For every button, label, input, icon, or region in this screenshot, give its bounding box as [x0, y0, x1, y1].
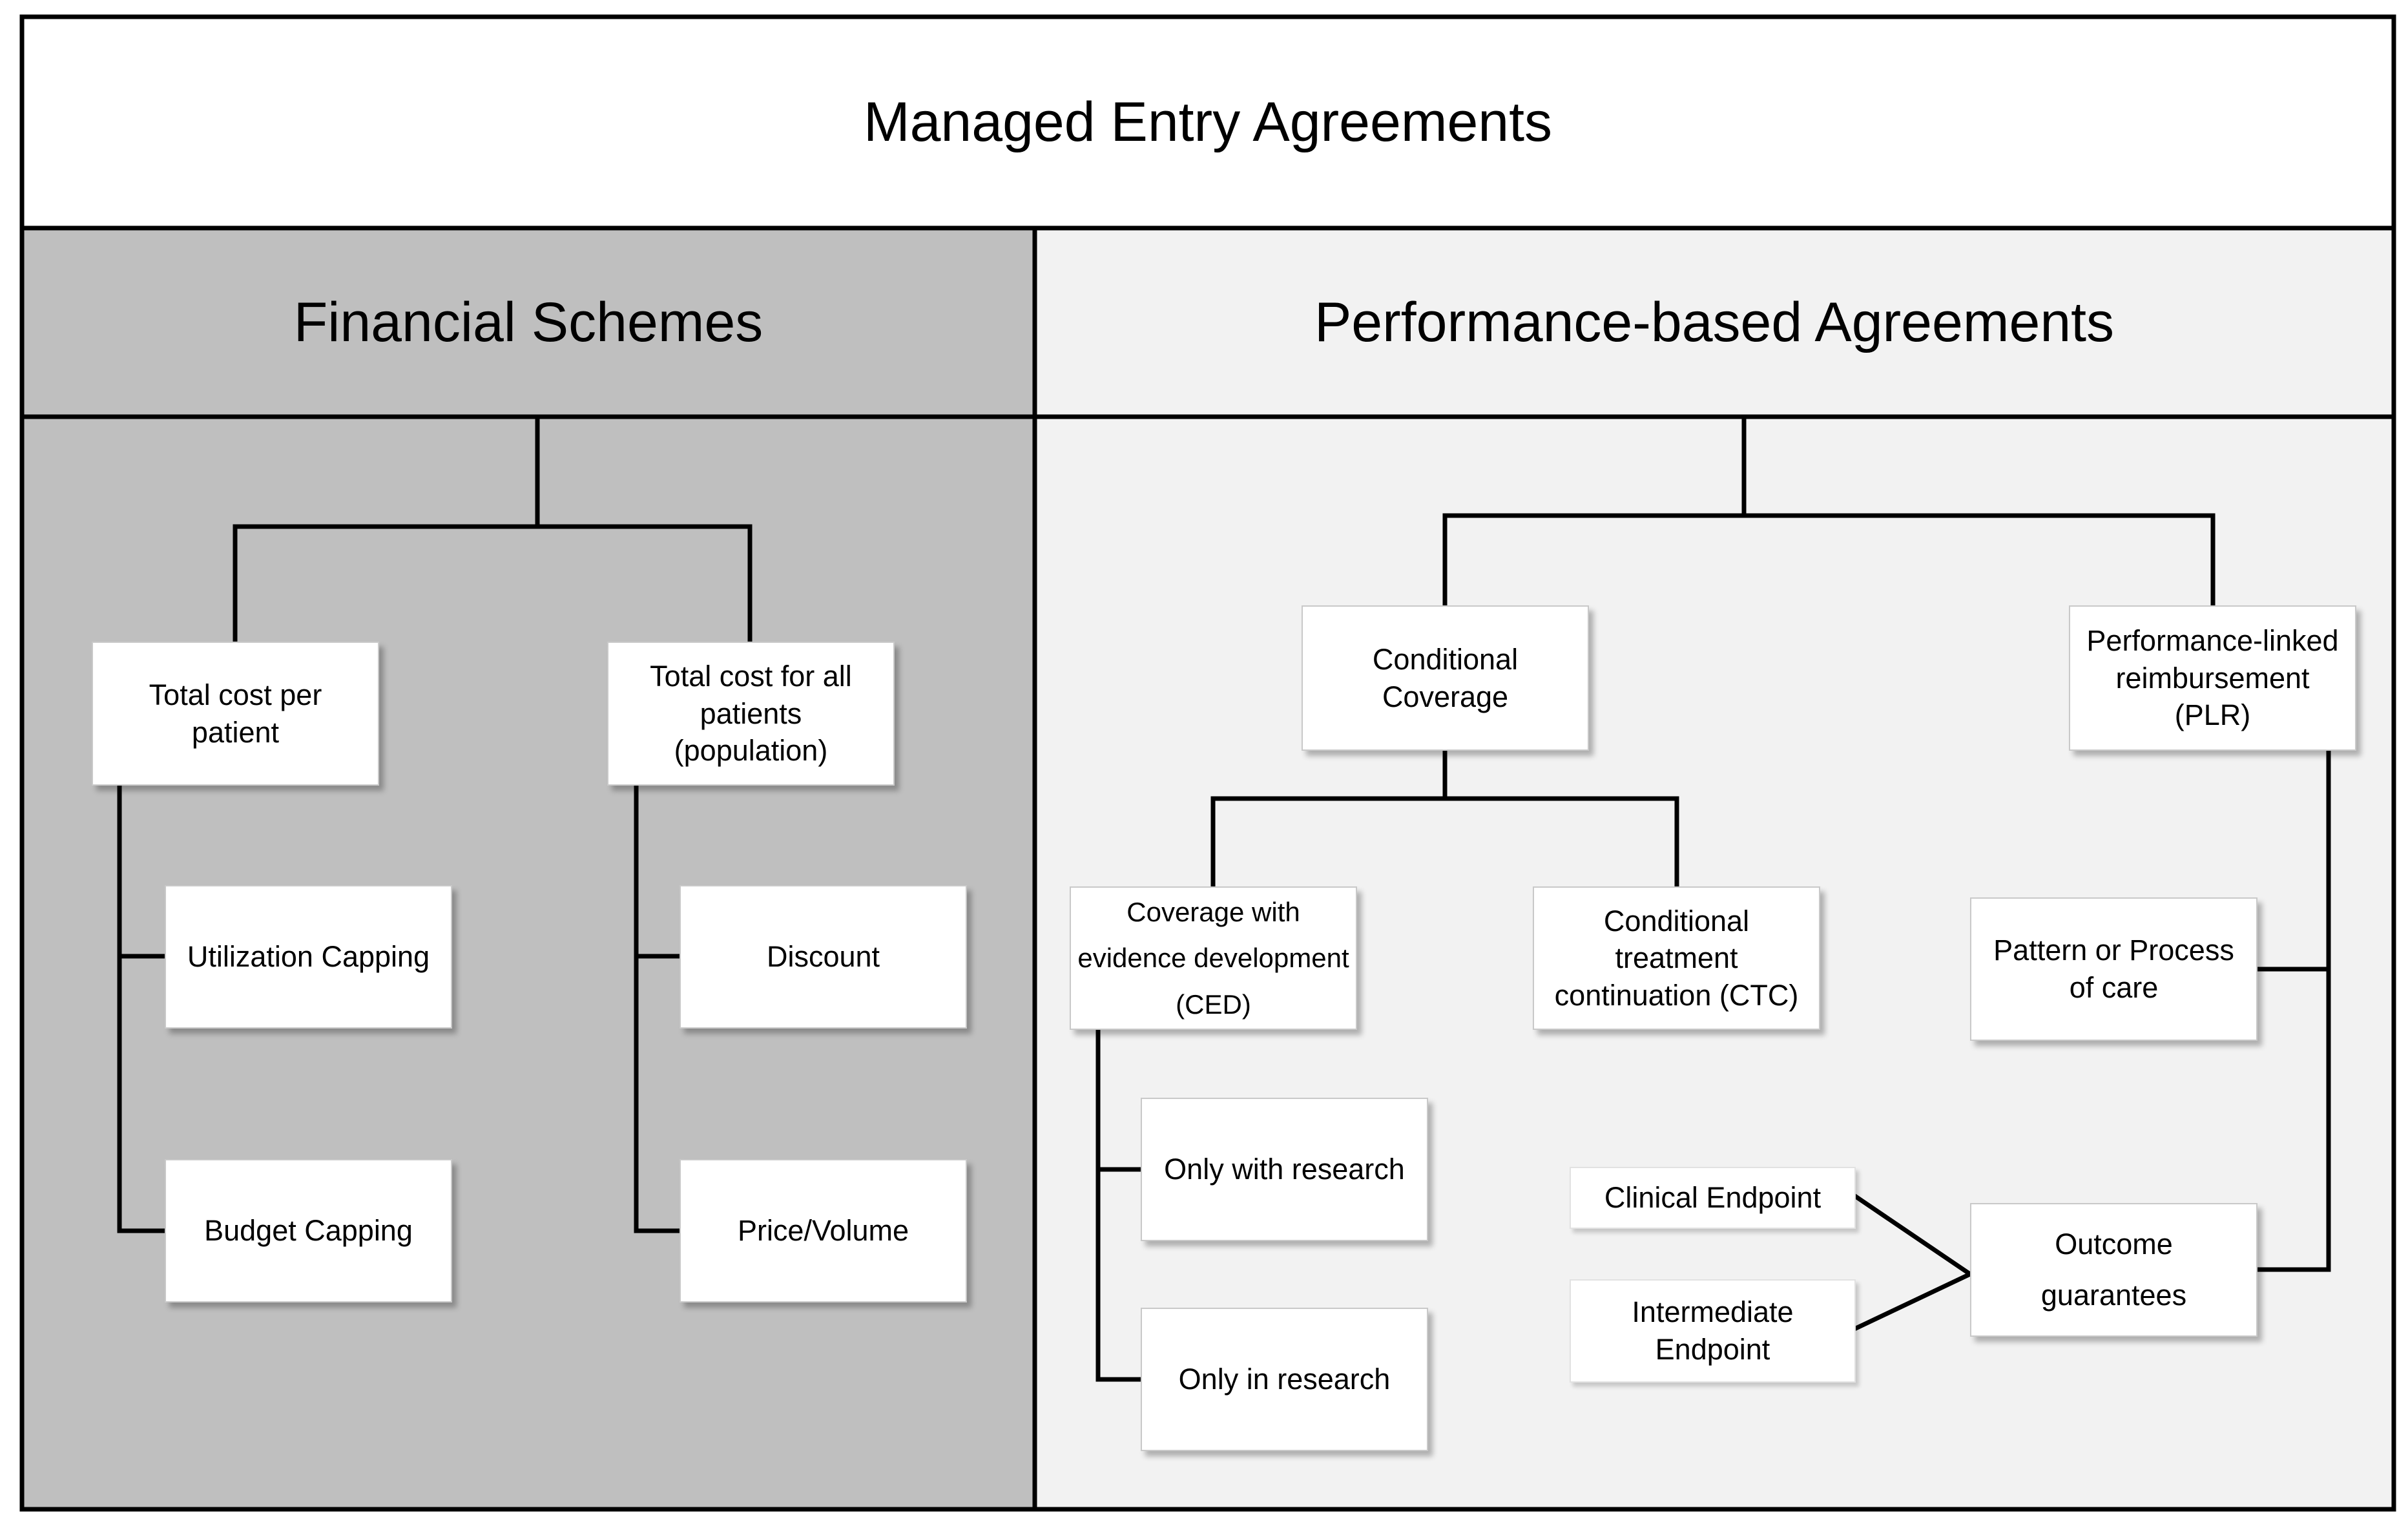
- box-label: Clinical Endpoint: [1604, 1181, 1822, 1215]
- box-label: Only with research: [1164, 1153, 1405, 1186]
- box-pattern-process-of-care: Pattern or Process of care: [1970, 897, 2258, 1041]
- box-label: Intermediate Endpoint: [1632, 1295, 1794, 1366]
- box-label: Performance-linked reimbursement (PLR): [2086, 624, 2339, 732]
- box-label: Conditional Coverage: [1372, 642, 1519, 713]
- box-label: Price/Volume: [737, 1214, 909, 1248]
- financial-heading: Financial Schemes: [293, 291, 763, 353]
- box-only-in-research: Only in research: [1141, 1308, 1428, 1451]
- diagram-title: Managed Entry Agreements: [863, 91, 1553, 153]
- box-label: Budget Capping: [204, 1214, 413, 1248]
- box-discount: Discount: [680, 885, 967, 1029]
- box-label: Coverage with evidence development (CED): [1077, 896, 1349, 1020]
- box-clinical-endpoint: Clinical Endpoint: [1570, 1167, 1856, 1229]
- box-label: Outcome guarantees: [2040, 1227, 2187, 1312]
- box-conditional-coverage: Conditional Coverage: [1302, 605, 1589, 751]
- box-total-cost-all-patients: Total cost for all patients (population): [607, 642, 895, 786]
- box-outcome-guarantees: Outcome guarantees: [1970, 1203, 2258, 1337]
- box-intermediate-endpoint: Intermediate Endpoint: [1570, 1279, 1856, 1383]
- box-price-volume: Price/Volume: [680, 1159, 967, 1303]
- box-label: Pattern or Process of care: [1993, 934, 2234, 1004]
- box-total-cost-per-patient: Total cost per patient: [92, 642, 379, 786]
- box-coverage-evidence-development: Coverage with evidence development (CED): [1070, 886, 1357, 1030]
- box-label: Total cost for all patients (population): [650, 660, 852, 768]
- box-conditional-treatment-continuation: Conditional treatment continuation (CTC): [1533, 886, 1820, 1030]
- box-utilization-capping: Utilization Capping: [165, 885, 452, 1029]
- box-label: Only in research: [1178, 1363, 1391, 1396]
- performance-heading: Performance-based Agreements: [1314, 291, 2115, 353]
- box-label: Conditional treatment continuation (CTC): [1554, 904, 1799, 1012]
- title-panel: [22, 17, 2394, 228]
- box-performance-linked-reimbursement: Performance-linked reimbursement (PLR): [2069, 605, 2356, 751]
- box-label: Utilization Capping: [187, 940, 430, 974]
- box-only-with-research: Only with research: [1141, 1098, 1428, 1241]
- box-label: Total cost per patient: [149, 678, 322, 749]
- box-budget-capping: Budget Capping: [165, 1159, 452, 1303]
- box-label: Discount: [766, 940, 880, 974]
